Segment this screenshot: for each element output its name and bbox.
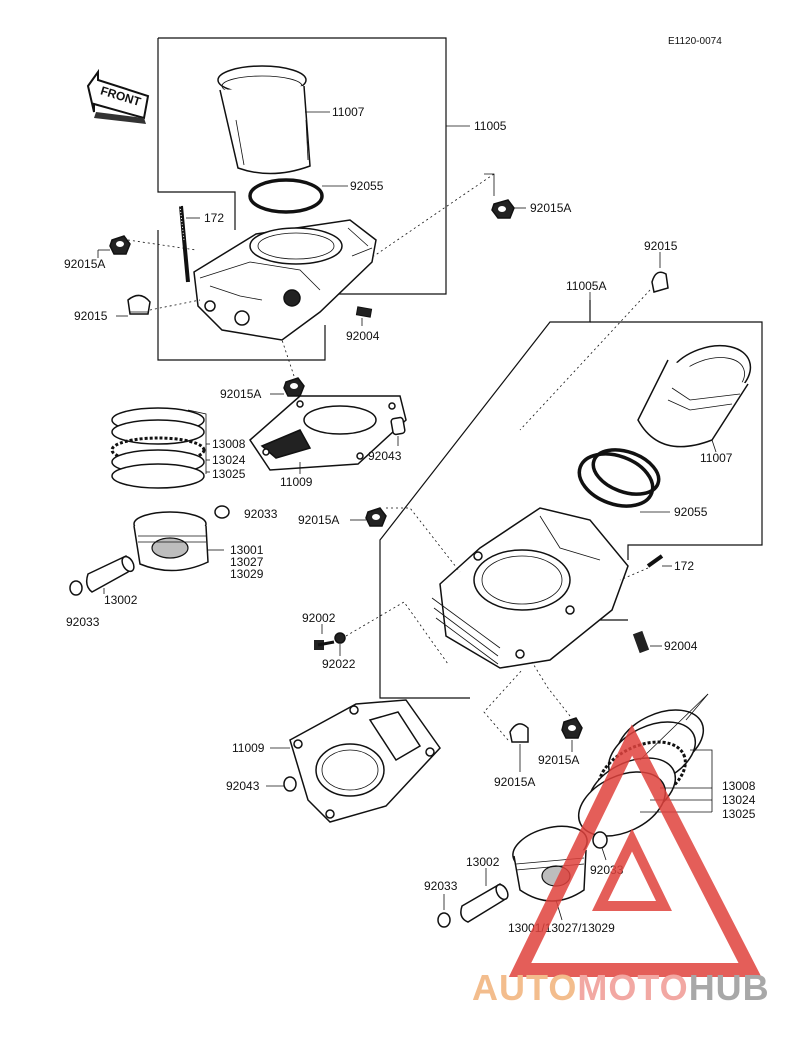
part-labels: 11007 11005 92055 172 92015A 92015A 9201… — [64, 105, 756, 935]
cylinder-block-lower — [431, 507, 629, 669]
label-11007-upper: 11007 — [332, 105, 365, 119]
stud-bolt-lower — [646, 554, 664, 568]
label-92002: 92002 — [302, 611, 336, 625]
label-11009-upper: 11009 — [280, 475, 313, 489]
base-gasket-lower — [289, 699, 441, 823]
label-13001-13027-13029-lower: 13001/13027/13029 — [508, 921, 615, 935]
washer-92022 — [334, 632, 346, 644]
label-92015-lower: 92015 — [644, 239, 678, 253]
front-arrow-icon: FRONT — [86, 68, 150, 124]
watermark-hub: HUB — [689, 967, 770, 1008]
label-92004-lower: 92004 — [664, 639, 698, 653]
label-92055-lower: 92055 — [674, 505, 708, 519]
dowel-92043-upper — [390, 416, 406, 436]
watermark-auto: AUTO — [472, 967, 577, 1008]
label-13008-upper: 13008 — [212, 437, 246, 451]
piston-ring-set-upper — [110, 407, 206, 489]
o-ring-upper — [248, 178, 324, 214]
cylinder-sleeve-lower — [637, 344, 752, 448]
label-92015a-center: 92015A — [220, 387, 261, 401]
label-13024-lower: 13024 — [722, 793, 756, 807]
diagram-code: E1120-0074 — [668, 36, 722, 47]
piston-pin-upper — [85, 555, 135, 593]
label-13001-upper: 13001 — [230, 543, 264, 557]
label-172-lower: 172 — [674, 559, 694, 573]
cap-nut-92015-lower — [651, 271, 669, 293]
cylinder-sleeve-upper — [217, 65, 311, 175]
base-gasket-upper — [249, 395, 407, 471]
label-13025-lower: 13025 — [722, 807, 756, 821]
label-92033-lower-left: 92033 — [424, 879, 458, 893]
dowel-pin-lower — [632, 630, 650, 654]
label-11007-lower: 11007 — [700, 451, 733, 465]
label-92015a-upper-right: 92015A — [530, 201, 571, 215]
dowel-pin-upper — [355, 306, 373, 318]
label-92022: 92022 — [322, 657, 356, 671]
dowel-92043-lower — [283, 776, 297, 792]
cap-nut-92015-upper — [127, 294, 151, 315]
bolt-92002 — [314, 640, 335, 650]
lower-assembly-outline — [379, 292, 763, 699]
cylinder-block-upper — [193, 219, 377, 341]
nut-92015a-upper-right — [491, 199, 515, 219]
piston-upper — [133, 511, 209, 572]
label-92004-upper: 92004 — [346, 329, 380, 343]
label-11009-lower: 11009 — [232, 741, 265, 755]
label-13002-lower: 13002 — [466, 855, 500, 869]
o-ring-lower-b — [591, 448, 661, 496]
label-11005a: 11005A — [566, 279, 606, 293]
label-92043-lower: 92043 — [226, 779, 260, 793]
circlip-lower-right — [592, 831, 608, 849]
piston-pin-lower — [460, 883, 509, 923]
nut-92015a-upper-left — [109, 235, 131, 255]
watermark-logo: AUTOMOTOHUB — [472, 724, 770, 1008]
label-13027-upper: 13027 — [230, 555, 264, 569]
stud-bolt-upper — [179, 205, 190, 283]
label-172-upper: 172 — [204, 211, 224, 225]
label-92015-upper: 92015 — [74, 309, 108, 323]
label-92043-upper: 92043 — [368, 449, 402, 463]
circlip-upper-right — [214, 505, 230, 519]
nut-92015a-lower-left — [365, 507, 387, 527]
label-13029-upper: 13029 — [230, 567, 264, 581]
label-11005: 11005 — [474, 119, 507, 133]
label-13002-upper: 13002 — [104, 593, 138, 607]
nut-92015a-lower-right — [561, 717, 583, 739]
circlip-lower-left — [437, 912, 451, 928]
label-13024-upper: 13024 — [212, 453, 246, 467]
label-92033-upper-left: 92033 — [66, 615, 100, 629]
watermark-moto: MOTO — [577, 967, 688, 1008]
label-92015a-upper-left: 92015A — [64, 257, 105, 271]
label-92033-upper-right: 92033 — [244, 507, 278, 521]
upper-assembly-outline — [157, 37, 470, 361]
label-92055-upper: 92055 — [350, 179, 384, 193]
label-92015a-lower-right: 92015A — [538, 753, 579, 767]
label-13025-upper: 13025 — [212, 467, 246, 481]
nut-92015a-center — [283, 377, 305, 397]
cap-nut-92015a-lower-mid — [509, 723, 529, 743]
label-92015a-lower-mid: 92015A — [494, 775, 535, 789]
label-92015a-lower-left: 92015A — [298, 513, 339, 527]
svg-text:AUTOMOTOHUB: AUTOMOTOHUB — [472, 967, 770, 1008]
o-ring-lower-a — [577, 452, 655, 508]
circlip-upper-left — [69, 580, 83, 596]
label-13008-lower: 13008 — [722, 779, 756, 793]
